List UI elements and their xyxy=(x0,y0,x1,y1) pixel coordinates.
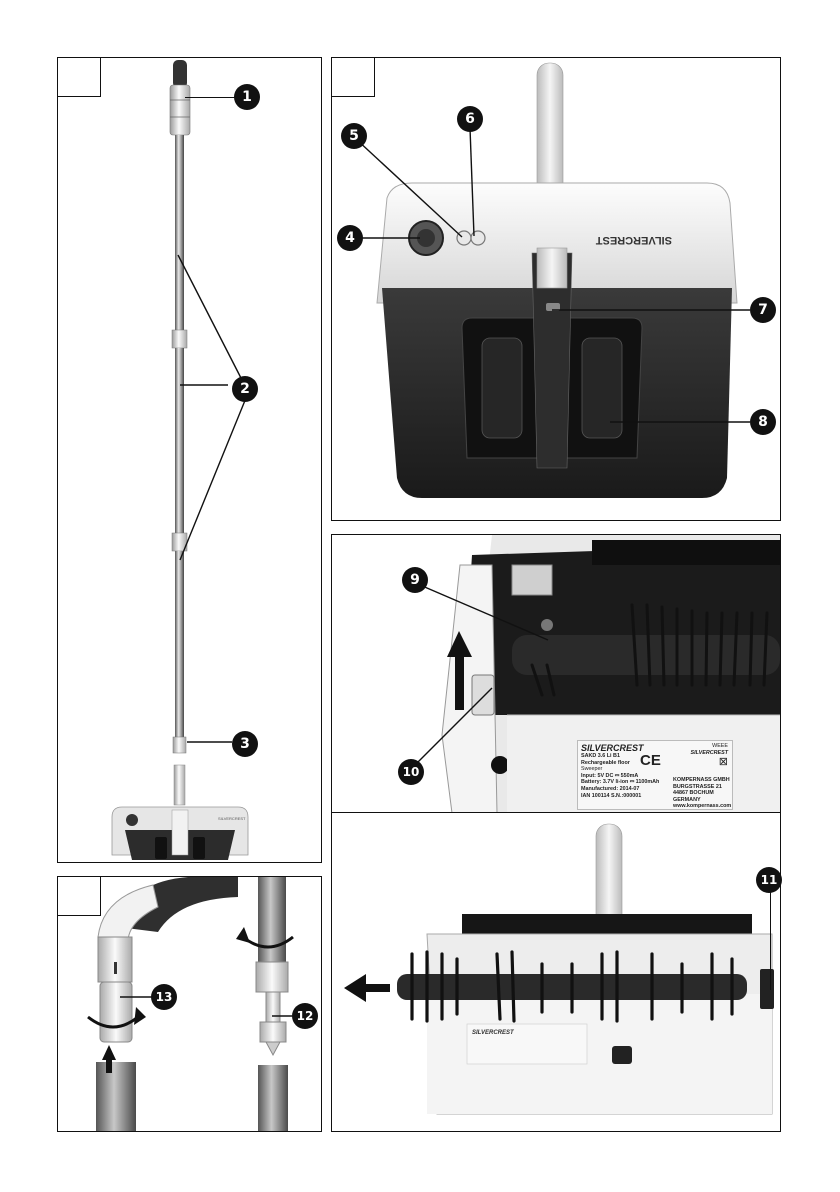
rating-company: KOMPERNASS GMBH xyxy=(673,777,730,783)
label-8: 8 xyxy=(750,409,776,435)
figure-tab-4 xyxy=(57,876,101,916)
pointer-11 xyxy=(770,880,772,990)
figure-tab-2 xyxy=(331,57,375,97)
rating-battery: Battery: 3.7V li-ion ⎓ 1100mAh xyxy=(581,779,660,786)
sweeper-top-photo: SILVERCREST xyxy=(376,62,738,498)
label-2: 2 xyxy=(232,376,258,402)
label-10: 10 xyxy=(398,759,424,785)
svg-text:SILVERCREST: SILVERCREST xyxy=(218,816,246,821)
label-11: 11 xyxy=(756,867,782,893)
rating-weee: WEEE SILVERCREST ⊠ xyxy=(691,743,728,768)
rating-web: www.kompernass.com xyxy=(673,803,732,810)
figure-frame-1 xyxy=(57,57,322,863)
brush-removed-photo: SILVERCREST xyxy=(344,823,774,1115)
rating-manufactured: Manufactured: 2014-07 xyxy=(581,785,640,792)
rating-ian: IAN 100114 S.N.:000001 xyxy=(581,792,642,799)
brand-logo: SILVERCREST xyxy=(596,234,672,246)
rating-weee-brand: SILVERCREST xyxy=(690,749,728,756)
rating-input: Input: 5V DC ⎓ 550mA xyxy=(581,772,639,779)
rating-city: 44867 BOCHUM xyxy=(673,790,714,797)
figure-tab-1 xyxy=(57,57,101,97)
label-4: 4 xyxy=(337,225,363,251)
rating-ce-mark: CE xyxy=(640,752,661,769)
frame-3-divider xyxy=(331,812,781,813)
rating-brand: SILVERCREST xyxy=(581,743,644,753)
label-1: 1 xyxy=(234,84,260,110)
rating-label: SILVERCREST SAKD 3.6 Li B1 Rechargeable … xyxy=(577,740,733,810)
rating-model: SAKD 3.6 Li B1 xyxy=(581,753,620,759)
label-3: 3 xyxy=(232,731,258,757)
brand-logo-small: SILVERCREST xyxy=(472,1030,515,1036)
label-9: 9 xyxy=(402,567,428,593)
label-13: 13 xyxy=(151,984,177,1010)
label-7: 7 xyxy=(750,297,776,323)
label-5: 5 xyxy=(341,123,367,149)
rating-line2: Rechargeable floor xyxy=(581,759,630,766)
rating-country: GERMANY xyxy=(673,796,701,803)
label-12: 12 xyxy=(292,1003,318,1029)
weee-bin-icon: ⊠ xyxy=(718,756,728,769)
rating-company-block: KOMPERNASS GMBH BURGSTRASSE 21 44867 BOC… xyxy=(673,777,731,810)
rating-street: BURGSTRASSE 21 xyxy=(673,783,722,790)
handle-connection-photo xyxy=(87,877,294,1131)
label-6: 6 xyxy=(457,106,483,132)
rating-weee-text: WEEE xyxy=(712,743,728,749)
rating-line3: Sweeper xyxy=(581,766,603,773)
pointer-1 xyxy=(185,97,235,98)
